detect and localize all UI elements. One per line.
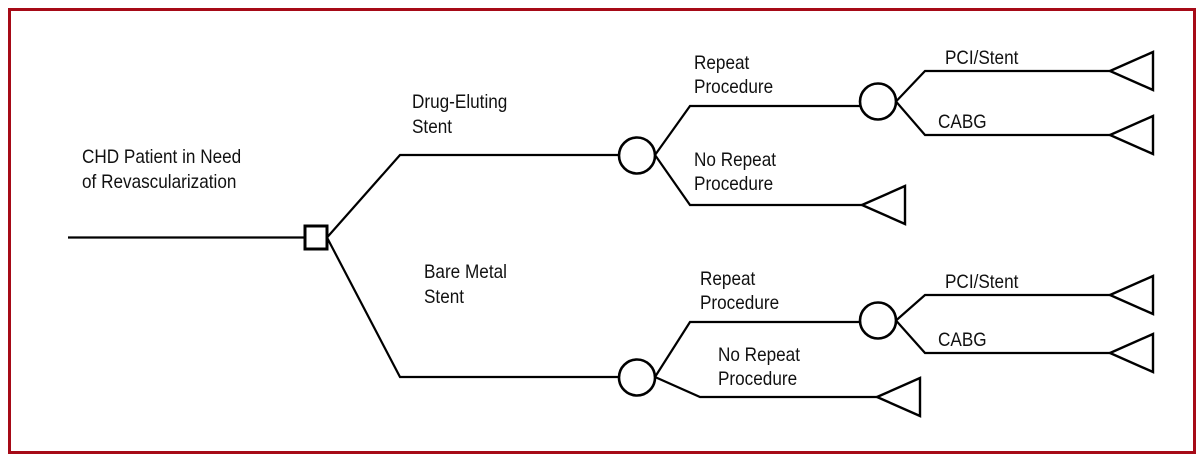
chance-node-bare-metal-stent[interactable]	[617, 358, 657, 397]
root-label-line2: of Revascularization	[82, 170, 236, 192]
edge-upper-repeat-procedure	[654, 104, 860, 156]
edge-lower-repeat-procedure	[654, 320, 860, 378]
edge-lower-no-repeat-procedure	[654, 375, 877, 399]
label-drug-eluting-stent-line2: Stent	[412, 115, 452, 137]
edge-drug-eluting-stent	[326, 153, 619, 239]
label-lower-no-repeat-line1: No Repeat	[718, 343, 800, 365]
label-upper-cabg: CABG	[938, 110, 987, 132]
label-lower-pci-stent: PCI/Stent	[945, 270, 1018, 292]
label-lower-repeat-line1: Repeat	[700, 267, 755, 289]
terminal-upper-pci-stent[interactable]	[1107, 50, 1155, 92]
chance-node-lower-repeat[interactable]	[858, 301, 898, 340]
edge-upper-no-repeat-procedure	[654, 154, 862, 207]
edge-upper-cabg	[895, 100, 1110, 137]
label-bare-metal-stent-line1: Bare Metal	[424, 260, 507, 282]
label-upper-repeat-line2: Procedure	[694, 75, 773, 97]
terminal-upper-cabg[interactable]	[1107, 114, 1155, 156]
label-upper-no-repeat-line1: No Repeat	[694, 148, 776, 170]
chance-node-drug-eluting-stent[interactable]	[617, 136, 657, 175]
label-lower-cabg: CABG	[938, 328, 987, 350]
terminal-upper-no-repeat[interactable]	[859, 184, 907, 226]
figure-border	[8, 8, 1196, 454]
label-bare-metal-stent-line2: Stent	[424, 285, 464, 307]
edge-lower-pci-stent	[895, 293, 1110, 322]
terminal-lower-cabg[interactable]	[1107, 332, 1155, 374]
label-upper-no-repeat-line2: Procedure	[694, 172, 773, 194]
label-lower-repeat-line2: Procedure	[700, 291, 779, 313]
root-label-line1: CHD Patient in Need	[82, 145, 241, 167]
label-upper-pci-stent: PCI/Stent	[945, 46, 1018, 68]
terminal-lower-no-repeat[interactable]	[874, 376, 922, 418]
edge-bare-metal-stent	[326, 236, 619, 379]
decision-node-root[interactable]	[303, 224, 329, 251]
label-lower-no-repeat-line2: Procedure	[718, 367, 797, 389]
label-upper-repeat-line1: Repeat	[694, 51, 749, 73]
label-drug-eluting-stent-line1: Drug-Eluting	[412, 90, 507, 112]
edge-upper-pci-stent	[895, 69, 1110, 103]
chance-node-upper-repeat[interactable]	[858, 82, 898, 121]
edge-lower-cabg	[895, 319, 1110, 355]
terminal-lower-pci-stent[interactable]	[1107, 274, 1155, 316]
